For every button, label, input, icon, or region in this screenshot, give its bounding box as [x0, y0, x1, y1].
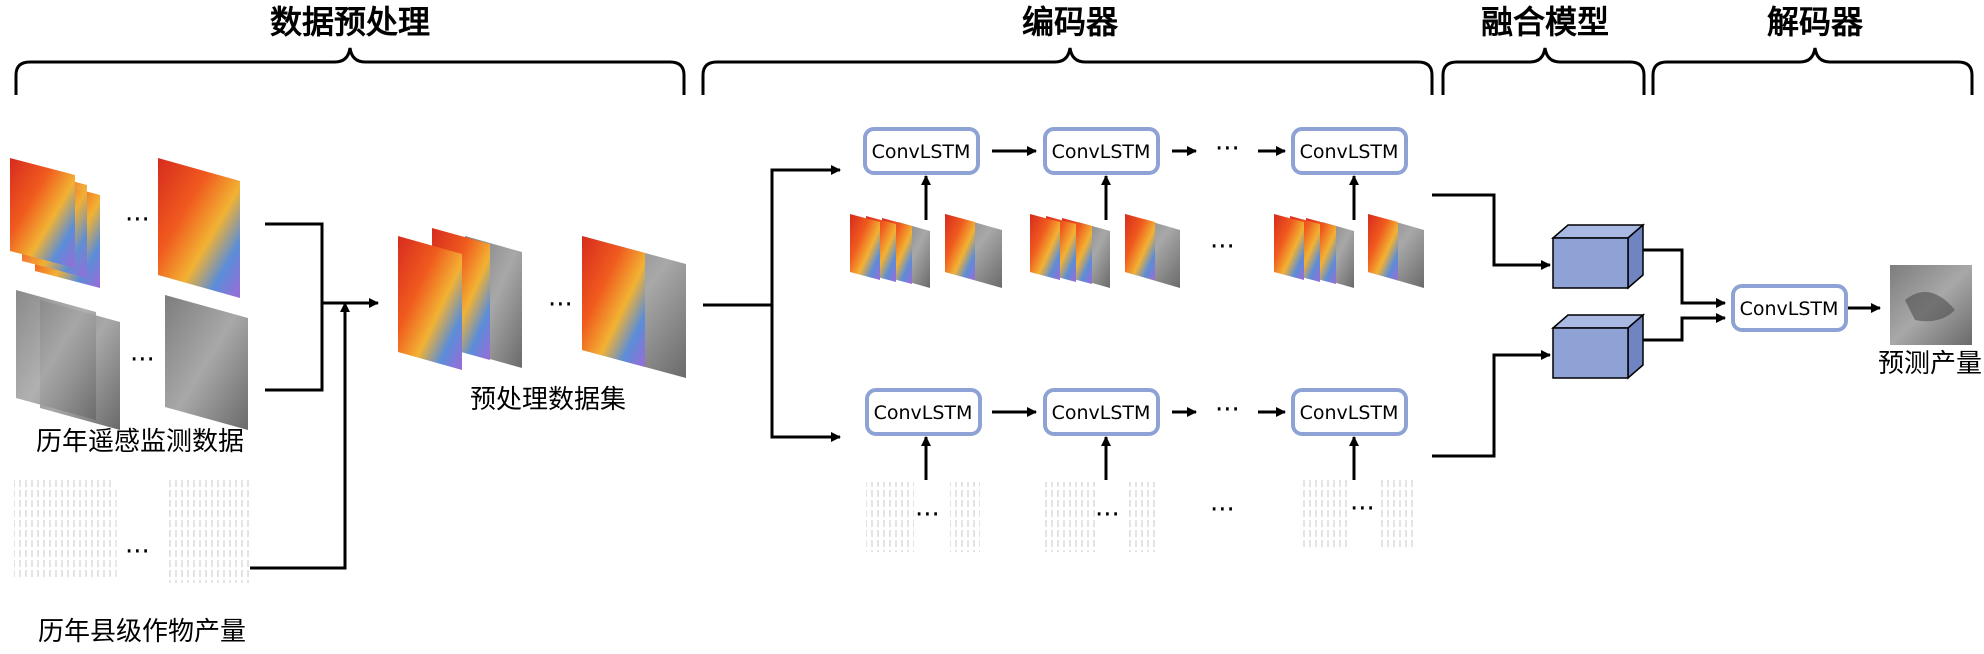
fusion-connector	[1432, 193, 1551, 458]
encoder-top-cell-3: ConvLSTM	[1291, 127, 1408, 175]
convlstm-label: ConvLSTM	[872, 141, 971, 163]
encoder-bottom-cell-2: ConvLSTM	[1043, 388, 1160, 436]
fusion-cube-bottom	[1550, 313, 1646, 380]
label-preprocessed: 预处理数据集	[470, 385, 626, 415]
encoder-bottom-cell-1: ConvLSTM	[865, 388, 982, 436]
fusion-cube-top	[1550, 223, 1646, 290]
label-prediction: 预测产量	[1878, 349, 1982, 379]
encoder-top-ellipsis: ···	[1215, 134, 1240, 164]
yield-stack-2	[165, 478, 250, 583]
encoder-top-input-2	[1030, 214, 1180, 288]
rs-grayscale-stack-2	[165, 295, 248, 430]
encoder-bottom-input-ellipsis: ···	[1350, 494, 1375, 524]
encoder-top-input-3	[1274, 214, 1424, 288]
encoder-bottom-input-3	[1303, 478, 1414, 548]
yield-ellipsis: ···	[125, 537, 150, 567]
convlstm-label: ConvLSTM	[874, 402, 973, 424]
encoder-top-arrows	[921, 146, 1359, 220]
brace-preprocess	[14, 47, 686, 95]
label-rs-data: 历年遥感监测数据	[36, 427, 244, 457]
encoder-top-cell-1: ConvLSTM	[863, 127, 980, 175]
rs-grayscale-ellipsis: ···	[130, 345, 155, 375]
encoder-bottom-input-2	[1045, 482, 1158, 552]
yield-stack-1	[14, 480, 120, 580]
brace-encoder	[701, 47, 1434, 95]
encoder-bottom-input-1	[866, 482, 980, 552]
decoder-cell: ConvLSTM	[1731, 284, 1848, 332]
brace-fusion	[1441, 47, 1646, 95]
convlstm-label: ConvLSTM	[1740, 298, 1839, 320]
rs-grayscale-stack-1	[16, 290, 120, 430]
input-connector	[250, 222, 379, 570]
encoder-bottom-input-ellipsis: ···	[915, 500, 940, 530]
encoder-top-input-ellipsis: ···	[1210, 232, 1235, 262]
section-title-decoder: 解码器	[1767, 3, 1864, 41]
rs-heatmap-ellipsis: ···	[125, 205, 150, 235]
decoder-connector	[1643, 248, 1726, 342]
brace-decoder	[1651, 47, 1974, 95]
rs-heatmap-stack-1	[10, 158, 100, 288]
encoder-bottom-ellipsis: ···	[1215, 395, 1240, 425]
label-yield-data: 历年县级作物产量	[38, 617, 246, 647]
convlstm-label: ConvLSTM	[1052, 141, 1151, 163]
preprocessed-ellipsis: ···	[548, 290, 573, 320]
encoder-bottom-cell-3: ConvLSTM	[1291, 388, 1408, 436]
section-title-preprocess: 数据预处理	[270, 3, 430, 41]
convlstm-label: ConvLSTM	[1052, 402, 1151, 424]
convlstm-label: ConvLSTM	[1300, 141, 1399, 163]
convlstm-label: ConvLSTM	[1300, 402, 1399, 424]
encoder-bottom-input-ellipsis: ···	[1095, 500, 1120, 530]
section-title-encoder: 编码器	[1022, 3, 1119, 41]
encoder-branch-connector	[703, 165, 841, 442]
encoder-bottom-mid-ellipsis: ···	[1210, 495, 1235, 525]
encoder-top-cell-2: ConvLSTM	[1043, 127, 1160, 175]
encoder-top-input-1	[850, 214, 1002, 288]
encoder-bottom-arrows	[921, 407, 1359, 480]
preprocessed-stack-2	[582, 236, 686, 378]
section-title-fusion: 融合模型	[1481, 3, 1609, 41]
preprocessed-stack-1	[398, 228, 522, 370]
rs-heatmap-stack-2	[158, 158, 240, 298]
prediction-image	[1890, 265, 1972, 345]
